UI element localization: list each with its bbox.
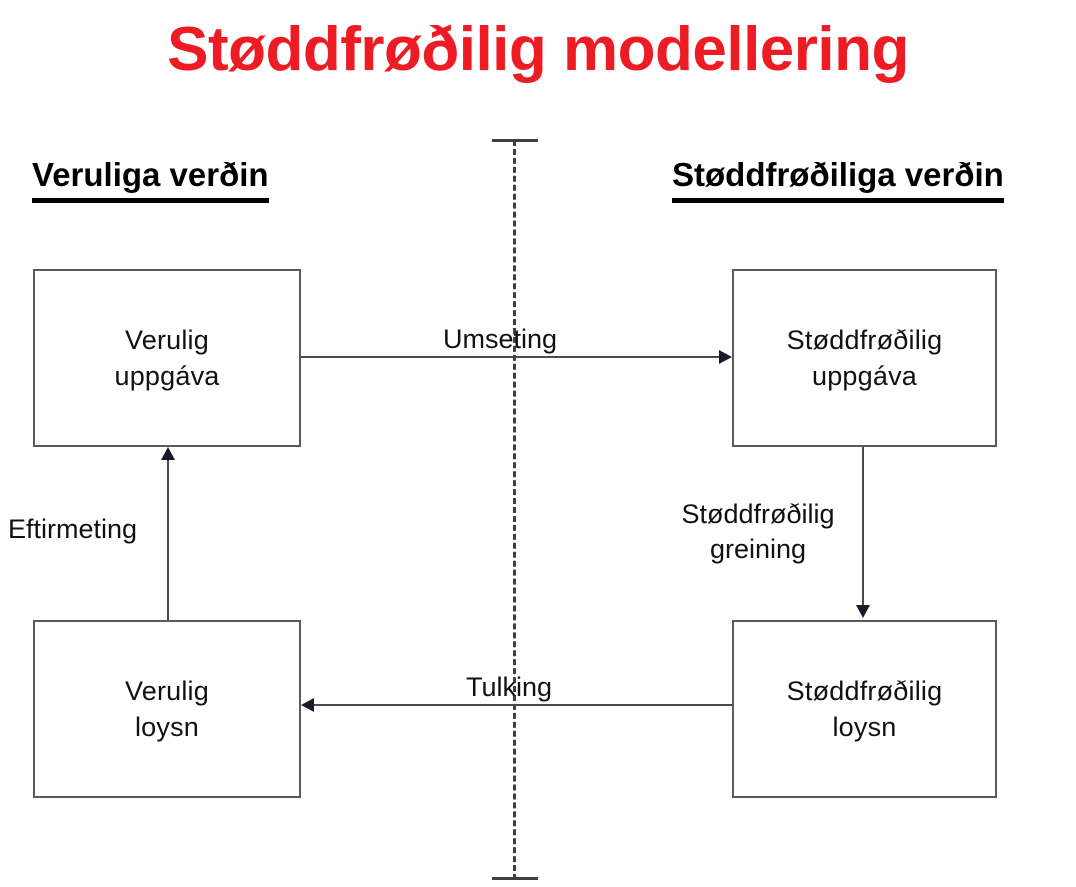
box-math-task-label: Støddfrøðilig uppgáva bbox=[787, 322, 943, 395]
box-real-task-line2: uppgáva bbox=[114, 361, 220, 391]
connector-tulking-line bbox=[313, 704, 733, 706]
box-real-task: Verulig uppgáva bbox=[33, 269, 301, 447]
box-real-task-line1: Verulig bbox=[125, 324, 209, 355]
connector-eftirmeting-line bbox=[167, 459, 169, 621]
box-real-solution-line2: loysn bbox=[134, 712, 200, 742]
box-real-solution-label: Verulig loysn bbox=[125, 673, 209, 746]
page-title: Støddfrøðilig modellering bbox=[167, 15, 909, 84]
heading-real-world: Veruliga verðin bbox=[32, 156, 269, 204]
arrowhead-eftirmeting-icon bbox=[161, 447, 175, 460]
edge-label-umseting: Umseting bbox=[443, 324, 558, 354]
box-math-task-line1: Støddfrøðilig bbox=[786, 324, 943, 355]
box-real-solution-line1: Verulig bbox=[125, 675, 209, 706]
box-math-task-line2: uppgáva bbox=[812, 361, 917, 391]
world-divider-dashed-line bbox=[513, 140, 516, 880]
connector-umseting-line bbox=[301, 356, 721, 358]
edge-label-tulking: Tulking bbox=[466, 672, 553, 702]
box-math-solution-label: Støddfrøðilig loysn bbox=[787, 673, 943, 746]
box-math-solution: Støddfrøðilig loysn bbox=[732, 620, 997, 798]
arrowhead-greining-icon bbox=[856, 605, 870, 618]
connector-greining-line bbox=[862, 447, 864, 607]
edge-label-greining-line2: greining bbox=[709, 534, 807, 565]
arrowhead-umseting-icon bbox=[719, 350, 732, 364]
edge-label-eftirmeting: Eftirmeting bbox=[8, 514, 138, 544]
box-math-task: Støddfrøðilig uppgáva bbox=[732, 269, 997, 447]
heading-math-world: Støddfrøðiliga verðin bbox=[672, 156, 1004, 204]
edge-label-greining-line1: Støddfrøðilig bbox=[681, 499, 835, 529]
edge-label-greining: Støddfrøðilig greining bbox=[660, 497, 856, 567]
box-real-task-label: Verulig uppgáva bbox=[115, 322, 220, 395]
box-math-solution-line2: loysn bbox=[832, 712, 897, 742]
box-math-solution-line1: Støddfrøðilig bbox=[786, 675, 943, 706]
divider-cap-bottom-icon bbox=[492, 877, 538, 880]
box-real-solution: Verulig loysn bbox=[33, 620, 301, 798]
arrowhead-tulking-icon bbox=[301, 698, 314, 712]
